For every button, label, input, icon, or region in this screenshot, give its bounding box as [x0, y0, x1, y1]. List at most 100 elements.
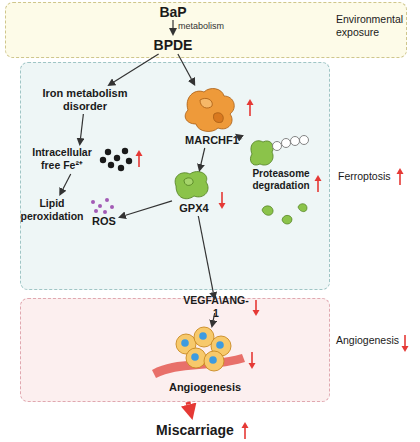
- ferroptosis-band: FerroptosisIron metabolism disorderIntra…: [20, 62, 330, 290]
- compound-label: BaP: [150, 4, 196, 20]
- iron-node: Intracellular free Fe²⁺: [22, 146, 134, 174]
- protein-lobe: [184, 178, 193, 186]
- protein-node: MARCHF1: [182, 86, 242, 148]
- node-label: BPDE: [145, 36, 201, 54]
- ros-dot: [98, 204, 102, 208]
- factor-label: VEGFA\ANG-1: [182, 300, 250, 313]
- process-label: Iron metabolism disorder: [30, 86, 140, 114]
- iron-dot: [126, 158, 132, 164]
- cell: [186, 348, 206, 368]
- node-label: VEGFA\ANG-1: [182, 300, 250, 313]
- arrow-shaft: [255, 300, 257, 311]
- node-label: BaP: [150, 4, 196, 20]
- connector-arrow: [63, 174, 71, 189]
- iron-dot: [105, 149, 111, 155]
- arrow-head: [402, 346, 409, 352]
- endothelial-cells: [176, 327, 231, 371]
- proteasome-node: Proteasome degradation: [248, 136, 314, 198]
- nucleus: [199, 332, 207, 340]
- connector-arrow: [178, 54, 192, 79]
- band-heading: Ferroptosis: [338, 170, 408, 183]
- node-label: ROS: [90, 214, 118, 230]
- gpx4-protein: [175, 172, 208, 199]
- arrow-head: [397, 168, 404, 174]
- band-heading: Angiogenesis: [336, 334, 408, 347]
- connector-arrow: [241, 138, 243, 140]
- arrow-shaft: [251, 352, 253, 364]
- fragment: [298, 204, 307, 212]
- connector-arrow: [172, 20, 173, 28]
- compound-label: BPDE: [145, 36, 201, 54]
- ros-dot: [91, 200, 95, 204]
- increase-arrow: [242, 422, 249, 439]
- cell: [194, 327, 214, 347]
- arrow-head: [253, 310, 260, 316]
- protein-node: GPX4: [172, 172, 216, 216]
- increase-arrow: [247, 99, 254, 116]
- arrow-shaft: [249, 104, 251, 116]
- node-label: GPX4: [172, 202, 216, 215]
- nucleus: [216, 341, 224, 349]
- cell: [204, 351, 224, 371]
- protein-body: [175, 172, 208, 199]
- node-label: Intracellular free Fe²⁺: [22, 146, 102, 171]
- ubiquitin: [273, 142, 282, 151]
- fragment: [262, 206, 273, 215]
- arrow-head: [242, 422, 249, 428]
- node-label: Miscarriage: [150, 420, 240, 440]
- arrow-head: [136, 150, 143, 156]
- cell: [176, 334, 196, 354]
- protein-body: [185, 89, 234, 132]
- decrease-arrow: [402, 335, 409, 352]
- nucleus: [191, 353, 199, 361]
- node-label: Proteasome degradation: [250, 168, 312, 192]
- arrow-head: [247, 99, 254, 105]
- fragment: [282, 215, 292, 224]
- ubiquitin: [282, 139, 291, 148]
- ubiquitin-chain: [273, 136, 309, 151]
- outcome-label: Miscarriage: [150, 420, 240, 440]
- node-label: Angiogenesis: [160, 381, 250, 394]
- marchf1-protein: [185, 89, 234, 132]
- node-label: Lipid peroxidation: [16, 196, 88, 224]
- protein-fragments: [262, 204, 307, 224]
- ubiquitinated-gpx4: [250, 141, 273, 165]
- edge-label: metabolism: [178, 21, 224, 32]
- connector-arrow: [186, 402, 192, 404]
- iron-dot: [122, 148, 128, 154]
- arrow-shaft: [138, 155, 140, 167]
- process-label: Lipid peroxidation: [16, 196, 88, 224]
- iron-dot: [118, 165, 124, 171]
- nucleus: [209, 356, 217, 364]
- ros-dot: [103, 210, 107, 214]
- process-label: ROS: [90, 214, 118, 230]
- node-label: Iron metabolism disorder: [30, 86, 140, 114]
- arrow-shaft: [244, 427, 246, 439]
- arrow-shaft: [399, 173, 401, 185]
- node-label: MARCHF1: [182, 134, 242, 147]
- angiogenesis-node: Angiogenesis: [160, 328, 250, 394]
- band-heading: Environmental exposure: [336, 13, 406, 38]
- connector-arrow: [198, 216, 213, 292]
- cell-nuclei: [181, 332, 224, 364]
- increase-arrow: [315, 175, 322, 192]
- arrow-head: [219, 203, 226, 209]
- increase-arrow: [397, 168, 404, 185]
- protein-body: [250, 141, 273, 165]
- iron-dot: [100, 157, 106, 163]
- connector-arrow: [114, 54, 158, 82]
- blood-vessel: [152, 354, 245, 378]
- ros-dot: [110, 205, 114, 209]
- arrow-head: [315, 175, 322, 181]
- cell: [211, 336, 231, 356]
- ros-dot: [105, 198, 109, 202]
- decrease-arrow: [253, 300, 260, 316]
- nucleus: [181, 339, 189, 347]
- ros-dot: [94, 209, 98, 213]
- iron-dots: [100, 148, 132, 171]
- connector-arrow: [81, 114, 84, 138]
- connector-arrow: [126, 201, 172, 215]
- decrease-arrow: [219, 192, 226, 209]
